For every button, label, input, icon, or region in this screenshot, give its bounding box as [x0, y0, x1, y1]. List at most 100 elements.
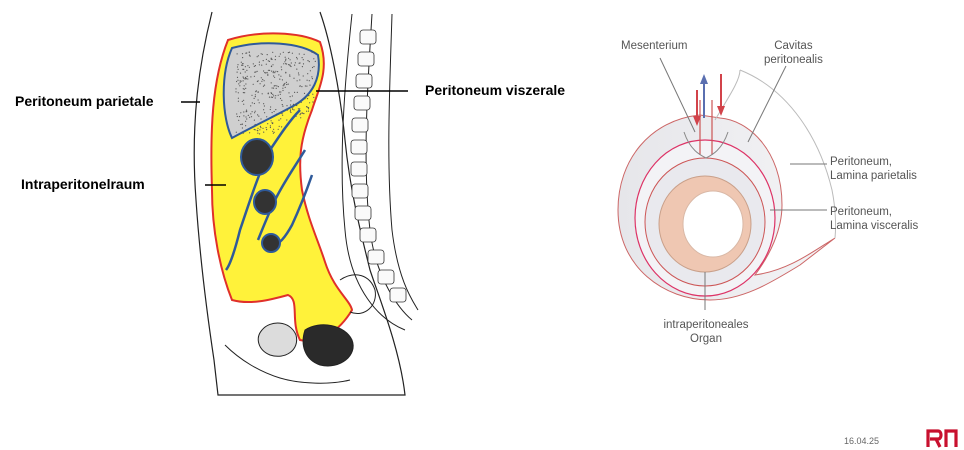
liver-stipple-dot [246, 118, 248, 120]
liver-stipple-dot [238, 119, 240, 121]
vertebra-11 [367, 249, 385, 265]
label-intraperitonealraum: Intraperitonelraum [21, 176, 145, 192]
liver-stipple-dot [291, 95, 293, 97]
liver-stipple-dot [278, 125, 280, 127]
liver-stipple-dot [274, 97, 276, 99]
liver-stipple-dot [252, 63, 254, 65]
organ-lumen [682, 190, 744, 258]
liver-stipple-dot [313, 66, 315, 68]
liver-stipple-dot [272, 93, 274, 95]
pointer-lines [659, 57, 827, 310]
liver-stipple-dot [296, 91, 298, 93]
liver-stipple-dot [283, 83, 285, 85]
liver-stipple-dot [245, 120, 247, 122]
liver-stipple-dot [306, 85, 308, 87]
liver-stipple-dot [296, 68, 298, 70]
liver-stipple-dot [235, 88, 237, 90]
liver-stipple-dot [250, 76, 252, 78]
liver-stipple-dot [263, 103, 265, 105]
liver-stipple-dot [253, 75, 255, 77]
liver-stipple-dot [251, 94, 253, 96]
liver-stipple-dot [253, 97, 255, 99]
liver-stipple-dot [301, 57, 303, 59]
liver-stipple-dot [261, 93, 263, 95]
liver-stipple-dot [273, 70, 275, 72]
liver-stipple-dot [236, 71, 238, 73]
vertebra-8 [351, 183, 369, 199]
liver-stipple-dot [296, 104, 298, 107]
liver-stipple-dot [248, 66, 250, 68]
liver-stipple-dot [236, 76, 239, 78]
liver-stipple-dot [266, 129, 268, 131]
liver-stipple-dot [267, 74, 269, 76]
liver-stipple-dot [237, 64, 239, 66]
liver-stipple-dot [275, 109, 277, 111]
liver-stipple-dot [281, 104, 283, 106]
liver-stipple-dot [257, 80, 259, 82]
vertebra-4 [353, 95, 371, 111]
liver-stipple-dot [299, 114, 301, 116]
liver-stipple-dot [238, 83, 240, 85]
liver-stipple-dot [265, 127, 267, 129]
label-lamina-visceralis: Peritoneum, Lamina visceralis [830, 205, 918, 233]
liver-stipple-dot [278, 55, 280, 57]
liver-stipple-dot [288, 51, 291, 53]
liver-stipple-dot [289, 104, 292, 106]
liver-stipple-dot [246, 75, 248, 77]
label-peritoneum-viszerale: Peritoneum viszerale [425, 82, 566, 98]
liver-stipple-dot [269, 125, 271, 127]
liver-stipple-dot [253, 65, 255, 67]
liver-stipple-dot [263, 70, 265, 72]
liver-stipple-dot [236, 115, 238, 118]
liver-stipple-dot [303, 113, 305, 115]
liver-stipple-dot [240, 61, 242, 63]
liver-stipple-dot [296, 58, 298, 60]
liver-stipple-dot [236, 113, 238, 115]
liver-stipple-dot [292, 106, 294, 108]
liver-stipple-dot [304, 85, 306, 87]
vertebra-1 [359, 29, 377, 45]
liver-stipple-dot [242, 80, 244, 82]
liver-stipple-dot [247, 65, 249, 67]
liver-stipple-dot [263, 105, 265, 107]
liver-stipple-dot [245, 116, 247, 118]
liver-stipple-dot [307, 107, 310, 109]
liver-stipple-dot [271, 70, 273, 72]
liver-stipple-dot [244, 66, 246, 68]
liver-stipple-dot [293, 77, 295, 79]
liver-stipple-dot [258, 102, 260, 104]
liver-stipple-dot [280, 118, 282, 120]
liver-stipple-dot [307, 108, 310, 110]
label-parietalis-line2: Lamina parietalis [830, 170, 917, 182]
liver-stipple-dot [247, 78, 249, 80]
liver-stipple-dot [243, 77, 245, 79]
liver-stipple-dot [277, 128, 279, 130]
liver-stipple-dot [254, 112, 256, 114]
liver-stipple-dot [247, 114, 249, 116]
liver-stipple-dot [282, 85, 284, 87]
liver-stipple-dot [269, 108, 271, 111]
liver-stipple-dot [280, 91, 282, 93]
liver-stipple-dot [295, 103, 297, 106]
label-mesenterium: Mesenterium [621, 40, 688, 52]
liver-stipple-dot [279, 93, 281, 95]
liver-stipple-dot [303, 92, 306, 94]
liver-stipple-dot [275, 95, 277, 97]
liver-stipple-dot [307, 110, 310, 112]
liver-stipple-dot [297, 108, 299, 110]
liver-stipple-dot [261, 64, 263, 66]
liver-stipple-dot [289, 74, 291, 76]
liver-stipple-dot [299, 79, 301, 81]
liver-stipple-dot [273, 75, 275, 77]
liver-stipple-dot [274, 72, 276, 74]
liver-stipple-dot [272, 132, 274, 134]
liver-stipple-dot [267, 73, 269, 75]
liver-stipple-dot [291, 52, 293, 54]
liver-stipple-dot [302, 112, 304, 114]
liver-stipple-dot [303, 53, 305, 56]
liver-stipple-dot [306, 79, 308, 81]
liver-stipple-dot [260, 77, 262, 79]
liver-stipple-dot [286, 83, 288, 86]
liver-stipple-dot [299, 85, 301, 87]
